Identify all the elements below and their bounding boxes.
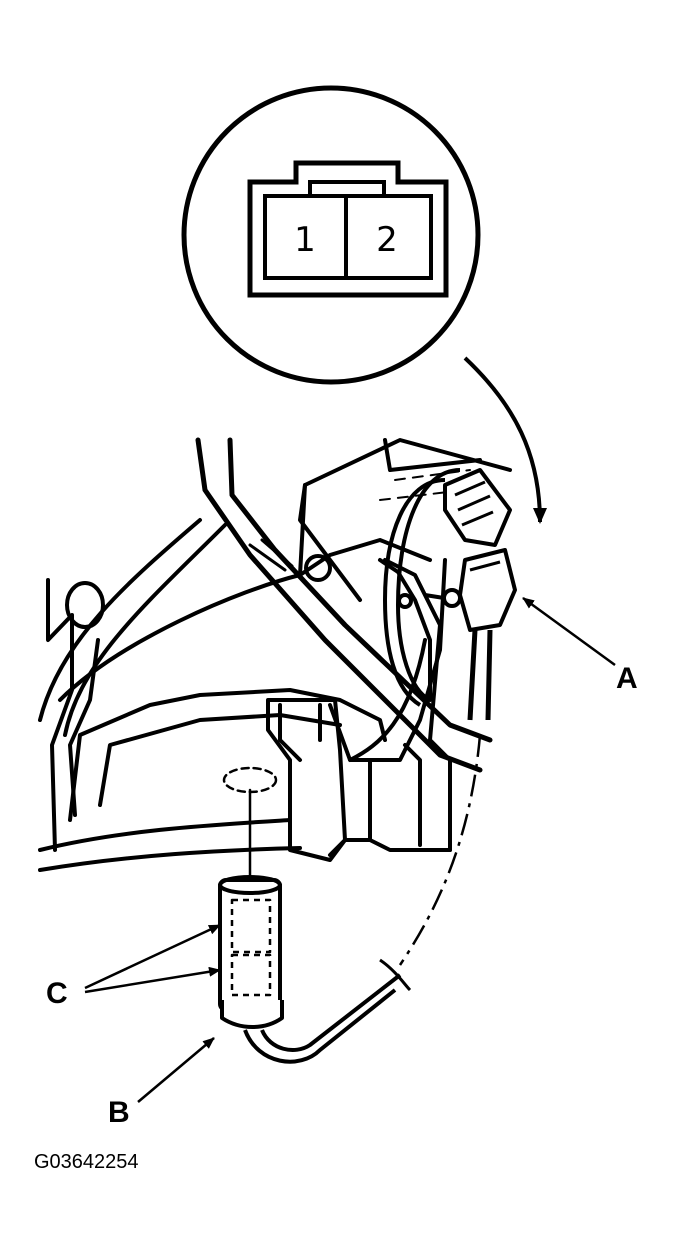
callout-arrows <box>84 596 616 1103</box>
figure-code: G03642254 <box>34 1151 139 1173</box>
housing-assembly <box>38 437 512 882</box>
connector-outline <box>247 160 449 298</box>
sensor-b <box>218 734 482 1064</box>
arrow-a <box>522 596 616 667</box>
pin-1-label: 1 <box>294 220 316 260</box>
callout-label-a: A <box>616 662 638 695</box>
arrow-c-lower <box>84 966 221 994</box>
switch-a <box>383 468 517 721</box>
connector-detail: 1 2 <box>181 85 547 524</box>
hidden-mount-circle <box>222 766 278 794</box>
detail-pointer-arrow <box>463 356 547 524</box>
connector-latch <box>308 180 386 196</box>
callout-label-c: C <box>46 977 68 1010</box>
magnifier-circle <box>181 85 481 385</box>
arrow-c-upper <box>84 923 221 990</box>
callout-label-b: B <box>108 1096 130 1129</box>
arrow-b <box>137 1037 215 1103</box>
pin-2-label: 2 <box>376 220 398 260</box>
